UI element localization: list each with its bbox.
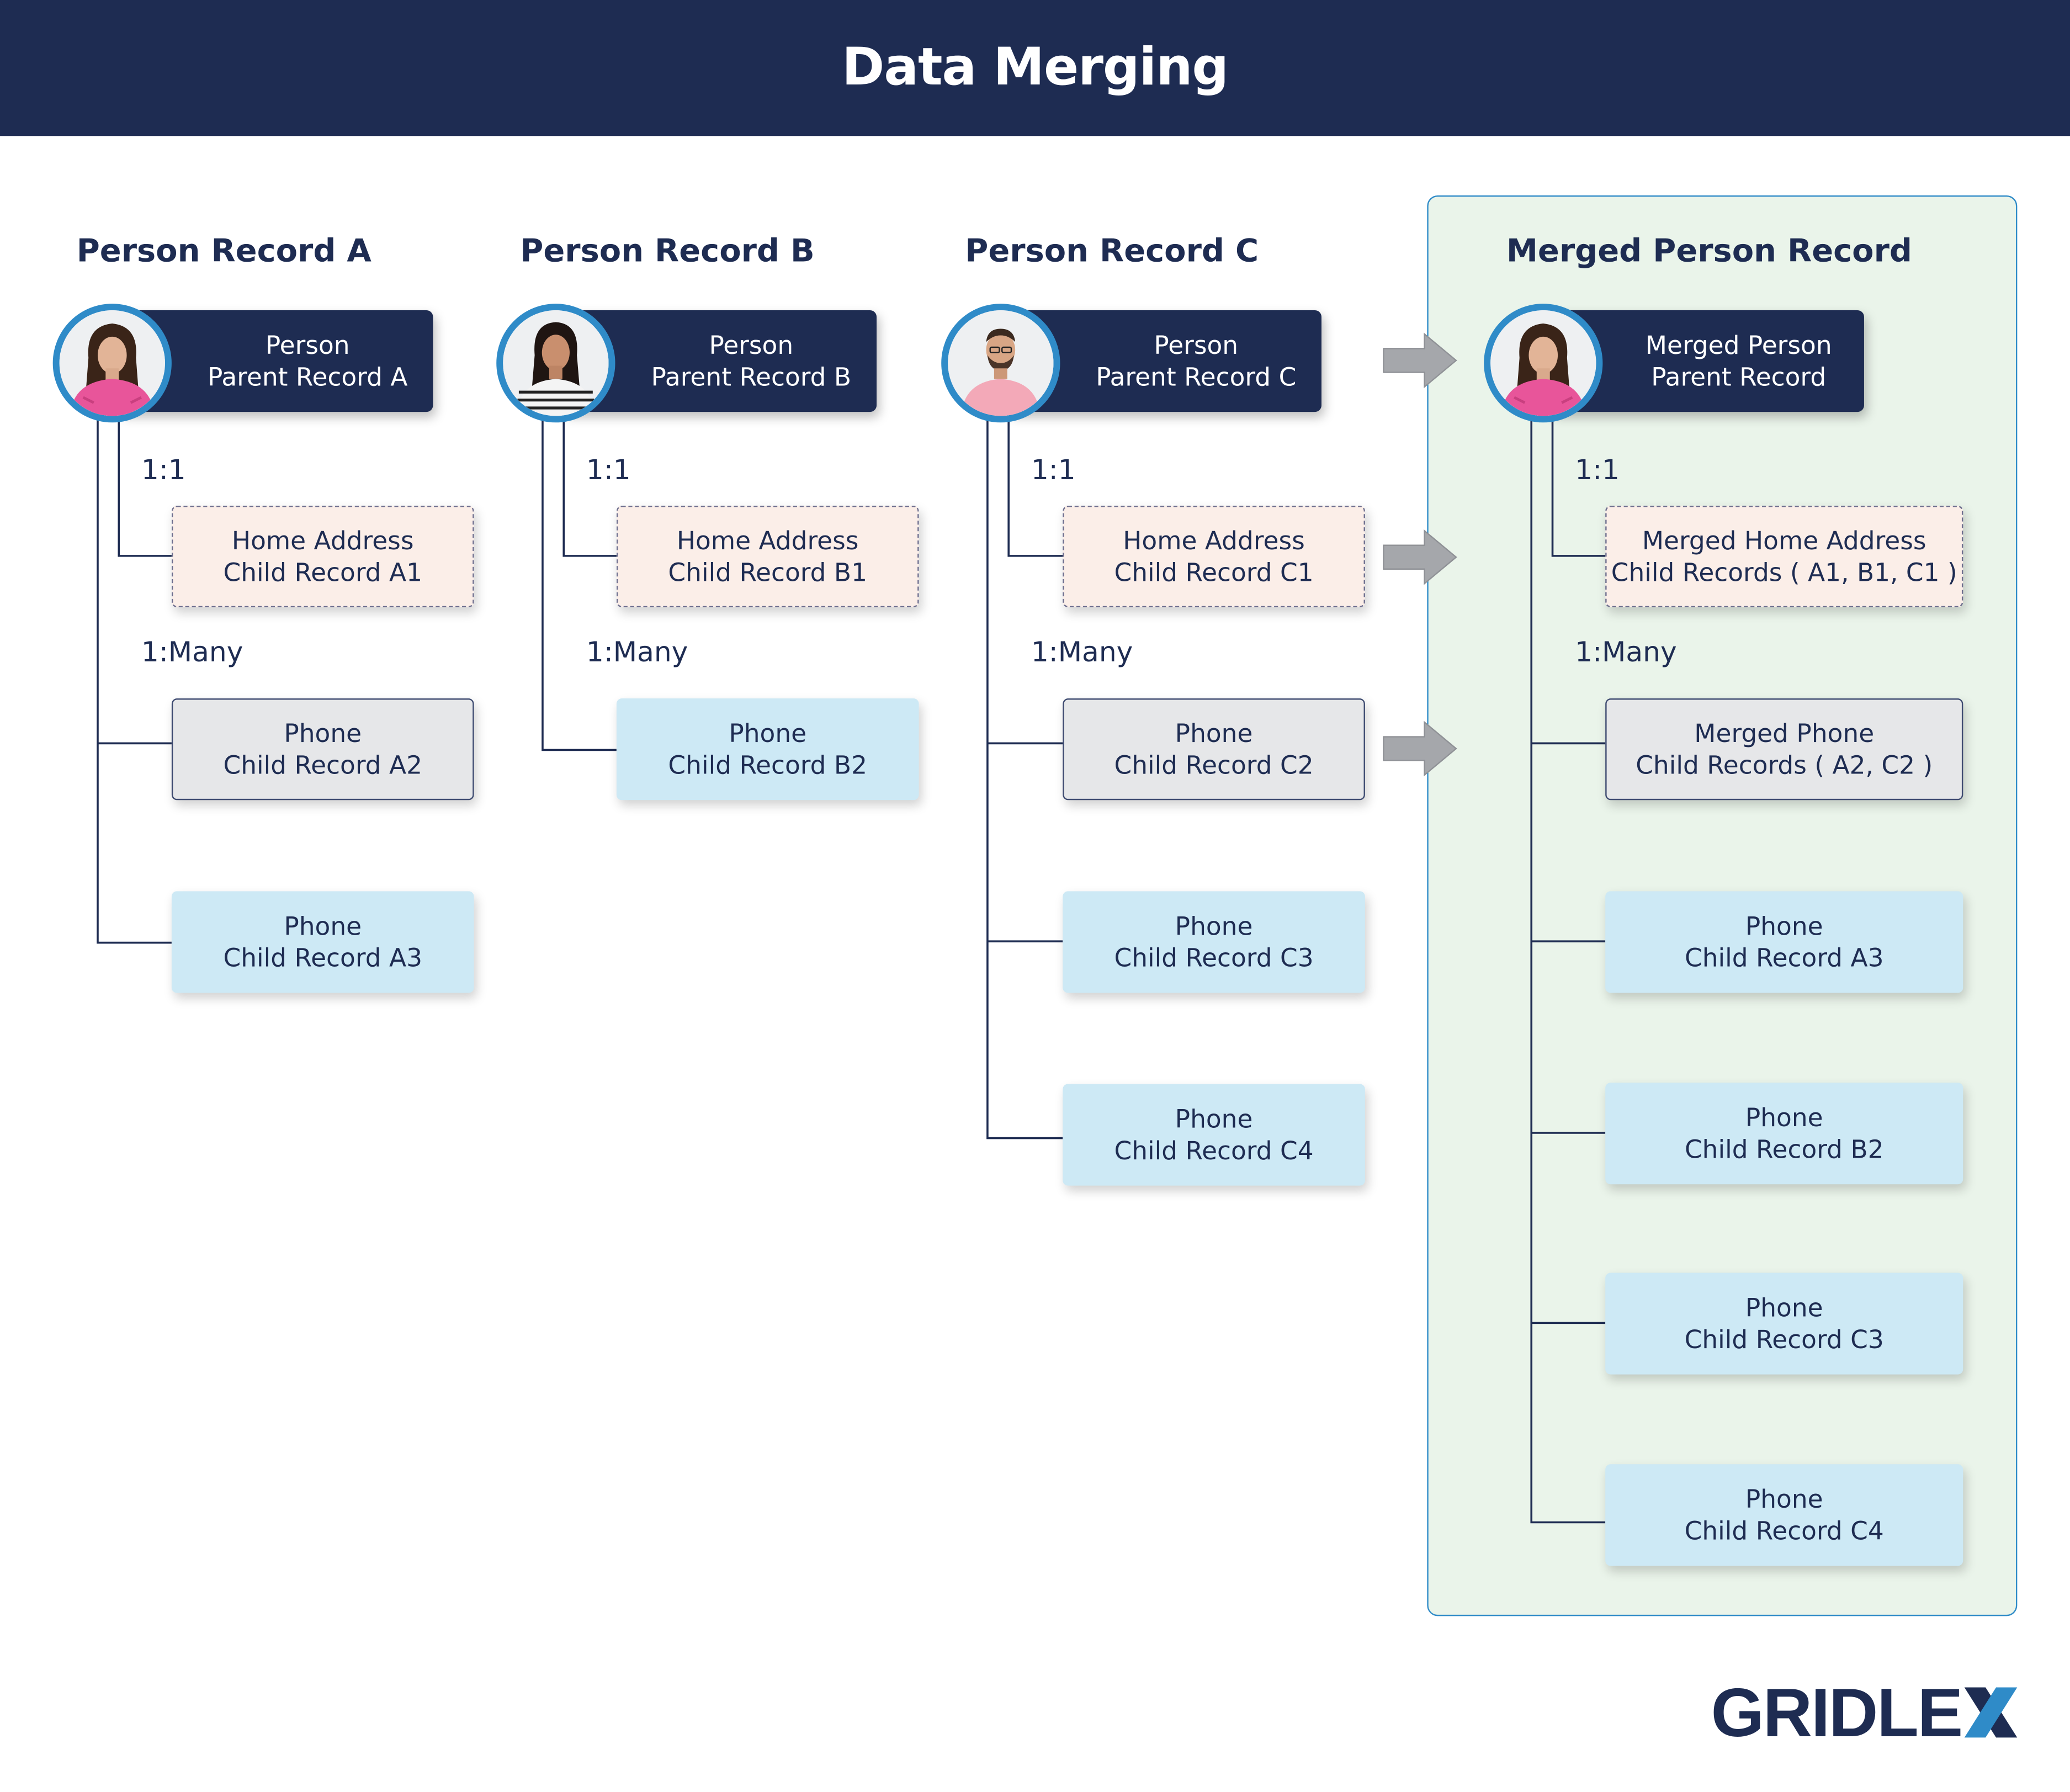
card-line2: Child Record C4 [1684,1516,1884,1546]
avatar-person-a [52,304,172,423]
connector-c-address [1007,412,1063,557]
parent-card-line1: Merged Person [1645,331,1832,360]
card-line1: Home Address [676,526,859,555]
phone-card-a2: Phone Child Record A2 [171,698,474,800]
card-line2: Child Records ( A2, C2 ) [1636,750,1933,780]
card-line2: Child Records ( A1, B1, C1 ) [1611,558,1957,587]
card-line1: Phone [1175,1104,1253,1134]
merged-phone-card: Merged Phone Child Records ( A2, C2 ) [1605,698,1963,800]
connector-merged-address [1551,412,1606,557]
parent-card-line2: Parent Record B [651,362,852,392]
card-line2: Child Record C3 [1684,1324,1884,1354]
rel-label-one-to-one-merged: 1:1 [1575,454,1620,486]
card-line1: Phone [1745,1485,1823,1514]
parent-card-line2: Parent Record [1651,362,1827,392]
woman-pink-sweater-avatar-icon [59,310,165,416]
card-line1: Merged Home Address [1642,526,1926,555]
card-line1: Phone [729,719,807,748]
connector-b-phones-trunk [542,412,617,751]
column-title-b: Person Record B [520,232,815,269]
right-arrow-icon [1383,720,1457,777]
card-line1: Phone [1745,1103,1823,1132]
connector-b-address [562,412,617,557]
merged-phone-card-b2: Phone Child Record B2 [1605,1083,1963,1185]
parent-card-merged: Merged Person Parent Record [1549,310,1864,412]
connector-c-phones-trunk [986,412,1063,1139]
rel-label-one-to-many-merged: 1:Many [1575,636,1677,669]
card-line2: Child Record A3 [1684,943,1884,973]
merged-phone-card-c4: Phone Child Record C4 [1605,1464,1963,1566]
man-pink-tshirt-avatar-icon [948,310,1054,416]
x-mark-icon [1964,1687,2018,1738]
card-line1: Phone [284,719,362,748]
card-line1: Home Address [231,526,414,555]
card-line1: Phone [284,911,362,941]
woman-striped-shirt-avatar-icon [503,310,609,416]
rel-label-one-to-many-a: 1:Many [141,636,243,669]
address-card-c1: Home Address Child Record C1 [1063,505,1365,608]
page-title: Data Merging [841,38,1229,98]
svg-text:GRIDLE: GRIDLE [1711,1677,1962,1745]
card-line2: Child Record C3 [1114,943,1314,973]
header-banner: Data Merging [0,0,2070,136]
connector-a-address [118,412,172,557]
column-title-a: Person Record A [76,232,371,269]
card-line2: Child Record C1 [1114,558,1314,587]
address-card-a1: Home Address Child Record A1 [171,505,474,608]
phone-card-c4: Phone Child Record C4 [1063,1084,1365,1186]
card-line1: Home Address [1123,526,1305,555]
parent-card-line2: Parent Record A [208,362,408,392]
rel-label-one-to-one-a: 1:1 [141,454,186,486]
rel-label-one-to-many-c: 1:Many [1031,636,1133,669]
parent-card-line1: Person [265,331,350,360]
parent-card-line2: Parent Record C [1096,362,1297,392]
connector-a-phones-trunk [97,412,172,944]
avatar-person-b [496,304,615,423]
card-line1: Phone [1745,1293,1823,1323]
gridlex-logo: GRIDLE [1711,1677,2018,1746]
parent-card-line1: Person [709,331,794,360]
merged-address-card: Merged Home Address Child Records ( A1, … [1605,505,1963,608]
avatar-person-c [941,304,1060,423]
rel-label-one-to-one-c: 1:1 [1031,454,1076,486]
card-line2: Child Record C2 [1114,750,1314,780]
card-line2: Child Record A2 [223,750,423,780]
right-arrow-icon [1383,332,1457,389]
woman-pink-sweater-avatar-icon [1490,310,1596,416]
right-arrow-icon [1383,529,1457,585]
card-line1: Merged Phone [1694,719,1875,748]
card-line2: Child Record B1 [668,558,868,587]
card-line1: Phone [1175,911,1253,941]
phone-card-c2: Phone Child Record C2 [1063,698,1365,800]
connector-merged-phones-trunk [1530,412,1606,1524]
parent-card-line1: Person [1154,331,1239,360]
rel-label-one-to-one-b: 1:1 [586,454,631,486]
phone-card-b2: Phone Child Record B2 [616,698,919,800]
phone-card-c3: Phone Child Record C3 [1063,891,1365,993]
column-title-c: Person Record C [965,232,1259,269]
card-line1: Phone [1175,719,1253,748]
card-line2: Child Record C4 [1114,1136,1314,1165]
column-title-merged: Merged Person Record [1506,232,1913,269]
phone-card-a3: Phone Child Record A3 [171,891,474,993]
avatar-merged-person [1484,304,1603,423]
merged-phone-card-a3: Phone Child Record A3 [1605,891,1963,993]
card-line2: Child Record A1 [223,558,423,587]
address-card-b1: Home Address Child Record B1 [616,505,919,608]
rel-label-one-to-many-b: 1:Many [586,636,688,669]
card-line2: Child Record B2 [668,750,868,780]
card-line1: Phone [1745,911,1823,941]
merged-phone-card-c3: Phone Child Record C3 [1605,1273,1963,1375]
parent-card-a: Person Parent Record A [119,310,433,412]
card-line2: Child Record A3 [223,943,423,973]
card-line2: Child Record B2 [1684,1134,1884,1164]
